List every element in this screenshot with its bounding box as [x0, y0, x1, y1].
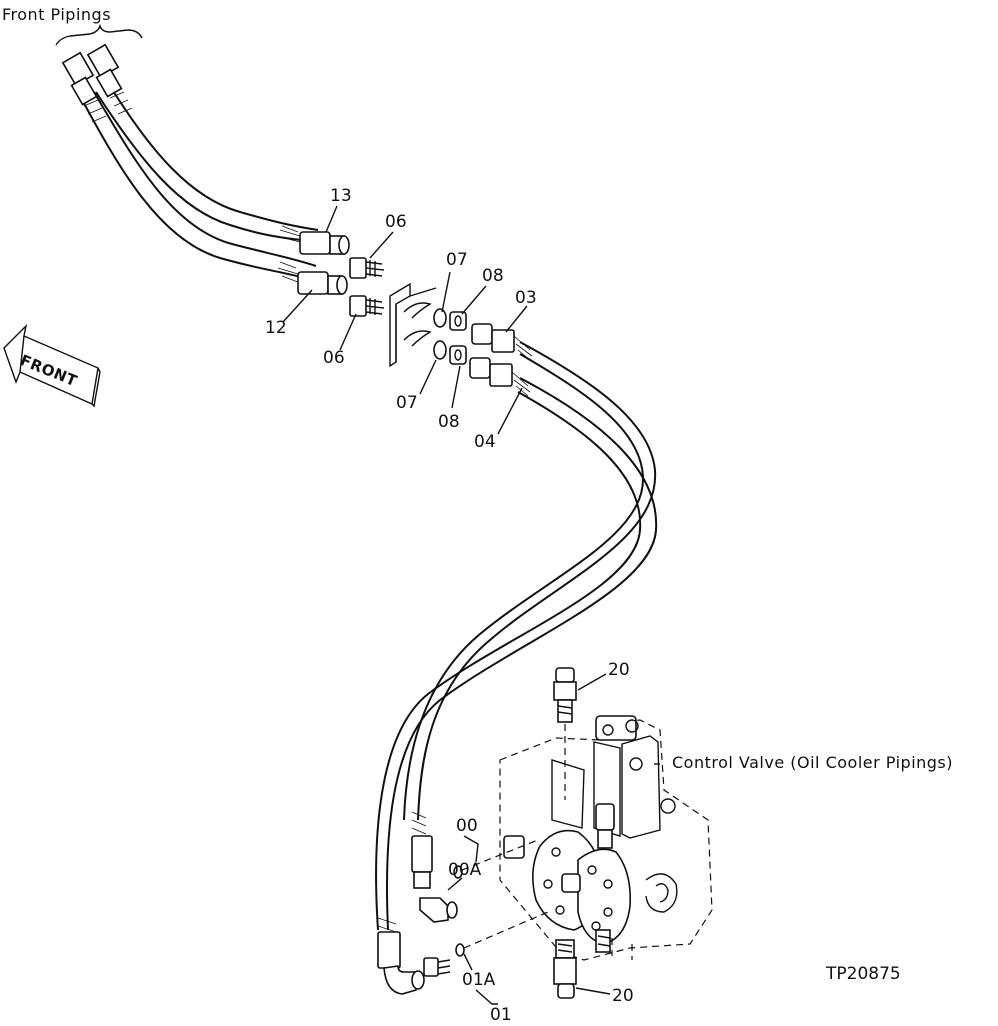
- callout-13: 13: [330, 186, 352, 206]
- callout-06-upper: 06: [385, 212, 407, 232]
- hose-end-04: [469, 357, 531, 397]
- callout-00a: 00A: [448, 860, 482, 880]
- fitting-06-upper: [349, 257, 385, 279]
- valve-20-lower: [553, 939, 577, 999]
- fitting-06-lower: [349, 295, 385, 317]
- lower-hose-04: [375, 377, 658, 931]
- callout-04: 04: [474, 432, 496, 452]
- control-valve-body: [461, 715, 713, 961]
- fitting-01: [423, 957, 451, 977]
- elbow-00: [419, 897, 458, 923]
- fitting-12: [277, 261, 348, 295]
- front-arrow-icon: [3, 323, 101, 408]
- mounting-bracket: [389, 282, 437, 368]
- hose-end-lower-00: [411, 811, 433, 889]
- valve-fitting-right: [595, 929, 611, 953]
- callout-00: 00: [456, 816, 478, 836]
- valve-20-middle: [595, 803, 615, 849]
- front-hose-fittings: [61, 43, 133, 123]
- callout-08-upper: 08: [482, 266, 504, 286]
- callout-08-lower: 08: [438, 412, 460, 432]
- callout-06-lower: 06: [323, 348, 345, 368]
- control-valve-label: Control Valve (Oil Cooler Pipings): [672, 753, 954, 772]
- fitting-13: [279, 225, 350, 255]
- oring-00a: [453, 865, 463, 879]
- callout-20-upper: 20: [608, 660, 630, 680]
- callout-01a: 01A: [462, 970, 496, 990]
- upper-hose-13: [95, 85, 319, 243]
- callout-12: 12: [265, 318, 287, 338]
- callout-03: 03: [515, 288, 537, 308]
- upper-hose-12: [79, 91, 317, 281]
- hose-end-03: [471, 323, 533, 361]
- callout-20-lower: 20: [612, 986, 634, 1006]
- hose-end-lower-01: [377, 917, 425, 995]
- figure-id: TP20875: [826, 964, 901, 984]
- washer-07-lower: [433, 340, 447, 360]
- nut-08-upper: [449, 311, 467, 331]
- callout-07-upper: 07: [446, 250, 468, 270]
- leader-lines: [282, 205, 660, 1005]
- callout-01: 01: [490, 1005, 512, 1025]
- valve-20-upper: [553, 667, 577, 800]
- oring-01a: [455, 943, 465, 957]
- nut-08-lower: [449, 345, 467, 365]
- front-pipings-title: Front Pipings: [2, 5, 112, 24]
- front-pipings-bracket: [55, 23, 143, 46]
- callout-07-lower: 07: [396, 393, 418, 413]
- washer-07-upper: [433, 308, 447, 328]
